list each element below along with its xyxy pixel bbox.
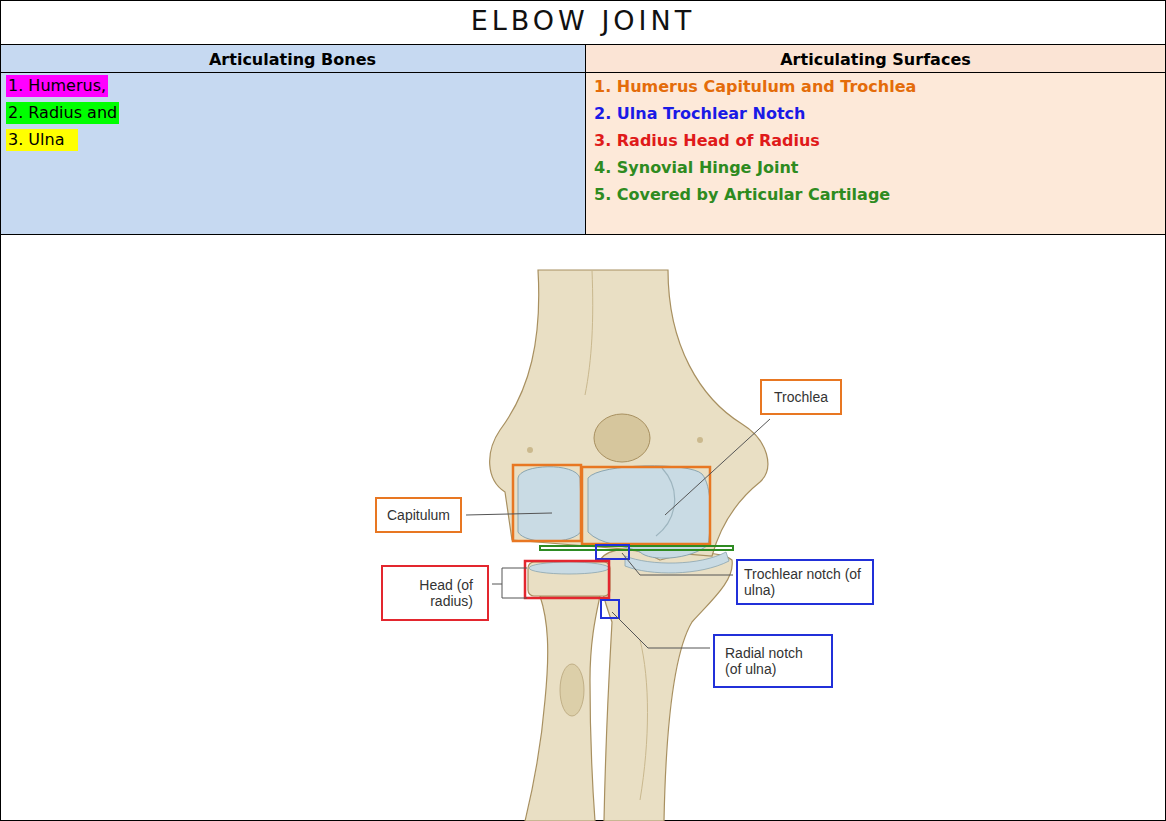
callout-label: Head (of radius) — [397, 577, 473, 609]
page-title: ELBOW JOINT — [471, 5, 696, 37]
table-cell: 4. Synovial Hinge Joint — [592, 157, 801, 179]
table-rule — [0, 72, 1166, 73]
leader-line — [665, 419, 770, 515]
callout-box: Head (of radius) — [381, 565, 489, 621]
table-cell: 5. Covered by Articular Cartilage — [592, 184, 892, 206]
highlight-box — [525, 561, 609, 598]
table-rule — [0, 234, 1166, 235]
bone-shading — [527, 447, 533, 453]
callout-box: Radial notch (of ulna) — [713, 634, 833, 688]
table-rule — [585, 44, 586, 234]
bone-shading — [697, 437, 703, 443]
callout-label: Trochlea — [774, 389, 828, 405]
title-row: ELBOW JOINT — [0, 5, 1166, 37]
table-header-ground — [585, 44, 1166, 72]
trochlea-groove — [656, 468, 675, 536]
bone-shading — [640, 640, 648, 800]
label-holder: Articulating Surfaces — [585, 49, 1166, 71]
callout-label: Capitulum — [387, 507, 450, 523]
highlight-box — [601, 600, 619, 618]
label-holder: 4. Synovial Hinge Joint — [592, 157, 801, 179]
callout-label: Radial notch (of ulna) — [725, 645, 821, 677]
callout-box: Trochlea — [760, 379, 842, 415]
capitulum-cartilage — [518, 467, 582, 542]
label-holder: 5. Covered by Articular Cartilage — [592, 184, 892, 206]
label-holder: 2. Radius and — [6, 102, 119, 124]
label-holder: 1. Humerus Capitulum and Trochlea — [592, 76, 918, 98]
table-cell: 3. Radius Head of Radius — [592, 130, 822, 152]
coronoid-fossa — [594, 414, 650, 462]
radius-cartilage — [529, 562, 609, 574]
radius-head — [528, 562, 610, 596]
table-rule — [0, 44, 1166, 45]
table-cell: 1. Humerus Capitulum and Trochlea — [592, 76, 918, 98]
label-holder: 1. Humerus, — [6, 75, 108, 97]
joint-line — [540, 546, 733, 550]
table-header-ground — [0, 44, 585, 72]
highlight-box — [513, 465, 581, 541]
leader-bracket — [502, 568, 527, 598]
bone-shading — [585, 270, 593, 395]
label-holder: Articulating Bones — [0, 49, 585, 71]
highlight-box — [582, 467, 710, 544]
table-cell: 2. Ulna Trochlear Notch — [592, 103, 807, 125]
leader-line — [612, 612, 710, 648]
table-cell: 3. Ulna — [6, 129, 78, 151]
table-header: Articulating Bones — [207, 49, 378, 71]
callout-box: Trochlear notch (of ulna) — [736, 559, 874, 605]
callout-label: Trochlear notch (of ulna) — [744, 566, 866, 598]
leader-line — [492, 584, 502, 585]
leader-line — [622, 553, 733, 575]
label-holder: 2. Ulna Trochlear Notch — [592, 103, 807, 125]
label-holder: 3. Ulna — [6, 129, 78, 151]
table-header: Articulating Surfaces — [778, 49, 973, 71]
radius-bone — [525, 596, 600, 821]
leader-line — [466, 513, 552, 515]
highlight-box — [596, 545, 629, 559]
table-cell: 2. Radius and — [6, 102, 119, 124]
radial-tuberosity — [560, 664, 584, 716]
callout-box: Capitulum — [375, 497, 462, 533]
table-cell: 1. Humerus, — [6, 75, 108, 97]
label-holder: 3. Radius Head of Radius — [592, 130, 822, 152]
